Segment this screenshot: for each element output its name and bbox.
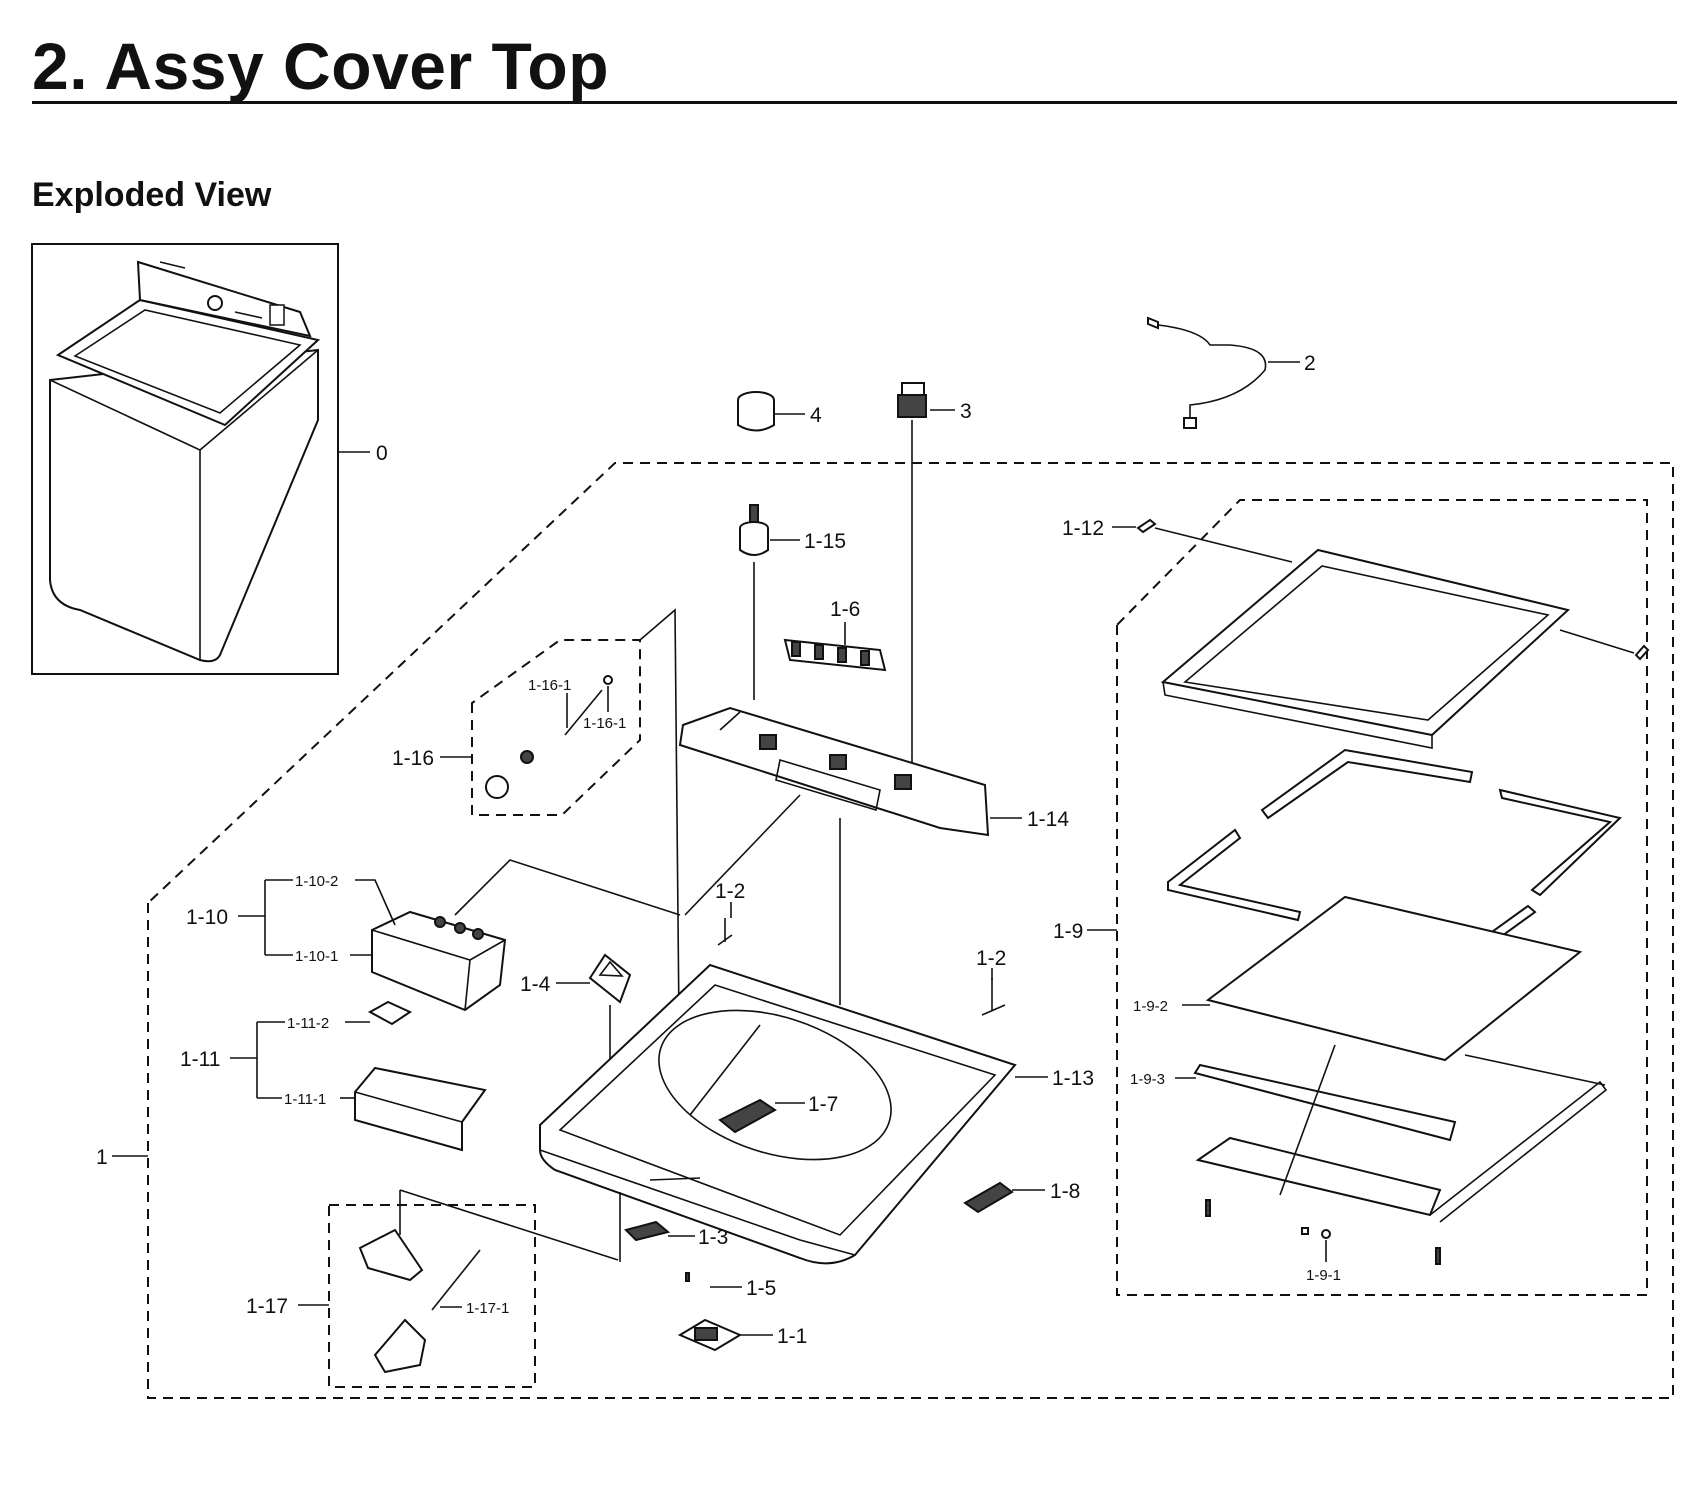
part-1-10-drawer-housing	[371, 910, 507, 1012]
callout-1-10: 1-10	[186, 906, 228, 929]
leader-1-14-diag	[684, 794, 801, 916]
part-1-4-handle	[588, 953, 632, 1004]
callout-1-9-2: 1-9-2	[1133, 998, 1168, 1015]
group-1-16-boundary	[471, 639, 641, 816]
page-title: 2. Assy Cover Top	[32, 29, 610, 103]
part-1-9-lid-frame	[1160, 548, 1571, 749]
callout-1-16: 1-16	[392, 747, 434, 770]
leader-1-10-path	[454, 859, 681, 916]
part-1-15-knob	[739, 504, 769, 556]
part-1-17-damper-top	[358, 1228, 424, 1282]
part-1-14-control-panel	[678, 706, 990, 837]
callout-4: 4	[810, 404, 822, 427]
group-1-9-boundary	[1116, 499, 1648, 1296]
leader-1-12-path-b	[1559, 629, 1635, 654]
part-1-9-lid-lower-frame	[1195, 1044, 1608, 1223]
part-1-7-bracket	[718, 1098, 777, 1134]
callout-1-11-1: 1-11-1	[284, 1091, 326, 1108]
leader-1-3-top	[649, 1177, 701, 1181]
group-1-boundary	[147, 462, 1674, 1399]
reference-washer-illustration	[31, 243, 339, 675]
part-1-2-screw-b	[981, 978, 1006, 1016]
part-1-6-pcb	[783, 638, 887, 672]
title-rule	[32, 101, 1677, 104]
part-1-16-assembly	[485, 675, 613, 799]
callout-2: 2	[1304, 352, 1316, 375]
part-1-9-3-handle	[1193, 1063, 1457, 1142]
callout-1-12: 1-12	[1062, 517, 1104, 540]
callout-1-7: 1-7	[808, 1093, 838, 1116]
callout-1-11-2: 1-11-2	[287, 1015, 329, 1032]
part-2-wire-harness	[1147, 316, 1267, 429]
callout-1-4: 1-4	[520, 973, 551, 996]
callout-1-5: 1-5	[746, 1277, 776, 1300]
part-3-switch	[897, 382, 927, 418]
callout-1-14: 1-14	[1027, 808, 1069, 831]
part-1-9-1-fasteners	[1205, 1199, 1441, 1265]
callout-1-3: 1-3	[698, 1226, 728, 1249]
callout-1-9: 1-9	[1053, 920, 1083, 943]
callout-0: 0	[376, 442, 388, 465]
part-1-1-hinge	[677, 1318, 743, 1352]
part-1-17-damper-bottom	[373, 1318, 427, 1374]
part-1-5-pin	[685, 1272, 690, 1282]
callout-1-2b: 1-2	[976, 947, 1006, 970]
callout-1-2a: 1-2	[715, 880, 745, 903]
part-1-9-2-glass	[1205, 895, 1583, 1062]
part-4-cap	[737, 391, 775, 432]
part-1-13-top-cover	[539, 963, 1017, 1265]
callout-1-10-2: 1-10-2	[295, 873, 338, 890]
callout-1-16-1b: 1-16-1	[583, 715, 626, 732]
leader-1-10-2	[355, 879, 396, 926]
part-1-11-2-cap	[367, 1000, 413, 1026]
part-1-17-1-rod	[431, 1249, 481, 1311]
leader-1-12-path-a	[1154, 527, 1293, 563]
callout-1-1: 1-1	[777, 1325, 807, 1348]
callout-1: 1	[96, 1146, 108, 1169]
callout-1-10-1: 1-10-1	[295, 948, 338, 965]
callout-1-6: 1-6	[830, 598, 860, 621]
part-1-12-pin	[1136, 518, 1650, 661]
part-1-2-screw-a	[717, 918, 733, 946]
callout-1-9-1: 1-9-1	[1306, 1267, 1341, 1284]
group-1-17-boundary	[328, 1204, 536, 1388]
callout-1-11: 1-11	[180, 1048, 220, 1071]
callout-1-17: 1-17	[246, 1295, 288, 1318]
callout-3: 3	[960, 400, 972, 423]
part-1-11-1-drawer	[354, 1066, 487, 1152]
callout-1-17-1: 1-17-1	[466, 1300, 509, 1317]
callout-1-13: 1-13	[1052, 1067, 1094, 1090]
leader-1-16-path	[639, 608, 681, 1126]
part-1-8-lock	[963, 1181, 1014, 1214]
callout-1-16-1a: 1-16-1	[528, 677, 571, 694]
callout-1-9-3: 1-9-3	[1130, 1071, 1165, 1088]
leader-1-17-path	[399, 1189, 619, 1261]
leader-1-7-path	[689, 1024, 761, 1116]
callout-1-8: 1-8	[1050, 1180, 1080, 1203]
part-1-3-clip	[624, 1220, 671, 1242]
callout-1-15: 1-15	[804, 530, 846, 553]
section-title: Exploded View	[32, 176, 272, 214]
